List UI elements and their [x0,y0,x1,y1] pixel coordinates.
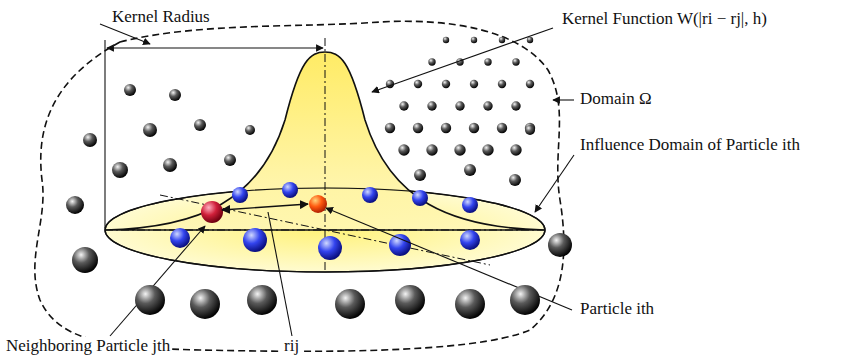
particle [413,123,423,133]
particle [72,247,98,273]
particle [455,289,485,319]
particle [309,195,327,213]
particle [398,144,409,155]
callout-label: Kernel Radius [110,8,212,27]
particle [484,58,491,65]
particle [385,123,395,133]
particle [482,144,493,155]
particle [414,169,426,181]
particle [455,101,464,110]
particle [483,101,492,110]
particle [412,190,428,206]
particle [112,162,128,178]
callout-label: Neighboring Particle jth [4,337,172,356]
particle [469,123,479,133]
particle [441,123,451,133]
particle [395,285,425,315]
particle [190,289,220,319]
particle [510,144,521,155]
particle [454,144,465,155]
influence-domain [105,188,545,272]
particle [414,80,422,88]
particle [318,236,342,260]
particle [526,80,534,88]
particle [511,101,520,110]
particle [243,228,267,252]
particle [460,230,480,250]
particle [335,289,365,319]
particle [498,80,506,88]
particle [163,158,177,172]
callout-label: Influence Domain of Particle ith [578,136,802,155]
particle [124,84,136,96]
particle [135,285,165,315]
particle [499,37,505,43]
particle [509,174,521,186]
particle [464,164,476,176]
callout-label: Kernel Function W(|ri − rj|, h) [560,10,769,29]
particle [143,123,157,137]
particle [170,228,190,248]
particle [245,125,255,135]
particle [512,58,519,65]
particle [428,58,435,65]
particle [527,37,533,43]
particle [282,182,298,198]
particle [201,201,223,223]
particle [399,101,408,110]
particle [510,285,540,315]
particle [247,285,277,315]
callout-label: Particle ith [578,300,656,319]
particle [497,123,507,133]
particle [427,101,436,110]
distance-label: rij [282,337,301,356]
particle [232,187,248,203]
particle [525,125,535,135]
particle [462,197,478,213]
particle [194,119,206,131]
particle [389,234,411,256]
particle [66,196,84,214]
particle [169,89,181,101]
particle [443,37,449,43]
particle [442,80,450,88]
particle [426,144,437,155]
particle [224,154,236,166]
particle [362,187,378,203]
particle [548,233,572,257]
callout-label: Domain Ω [578,90,654,109]
particle [471,37,477,43]
particle [470,80,478,88]
particle [83,133,97,147]
domain-boundary [35,21,564,351]
